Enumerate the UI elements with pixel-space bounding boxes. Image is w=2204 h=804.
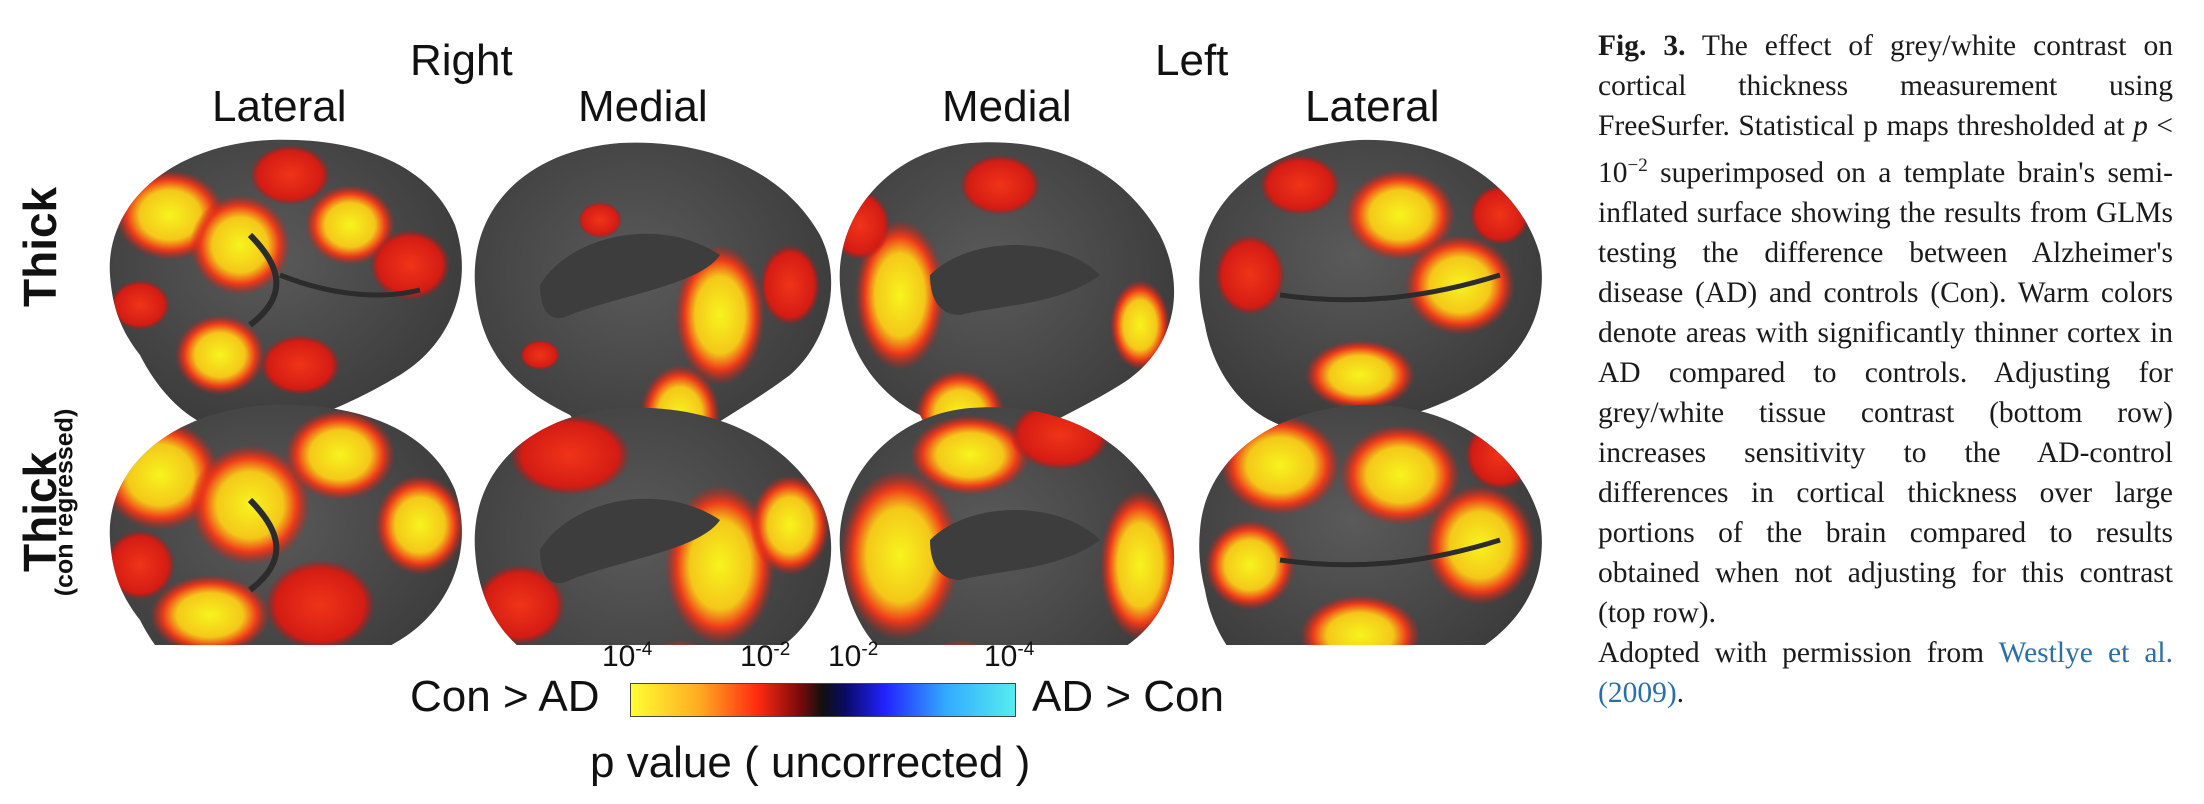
colorbar-left-label: Con > AD [410, 672, 600, 721]
row-sublabel-con-regressed: (con regressed) [50, 408, 79, 597]
colorbar [630, 683, 1016, 717]
caption-adopted-text: Adopted with permission from [1598, 636, 1999, 669]
brain-row2-right-medial [474, 407, 832, 645]
brain-surface-panels [109, 139, 1542, 645]
caption-math-lt: < 10 [1598, 110, 2174, 189]
caption-text-1: The effect of grey/white contrast on cor… [1598, 30, 2173, 142]
hemisphere-left-label: Left [1155, 36, 1229, 85]
colorbar-axis-label: p value ( uncorrected ) [590, 738, 1031, 787]
brain-row1-right-lateral [109, 139, 462, 435]
brain-row1-left-medial [839, 142, 1175, 459]
caption-math-exp: −2 [1627, 155, 1648, 176]
colorbar-tick-1: 10-4 [602, 639, 653, 673]
hemisphere-right-label: Right [410, 36, 513, 85]
brain-row2-left-lateral [1199, 404, 1542, 645]
caption-fig-label: Fig. 3. [1598, 30, 1686, 62]
view-label-right-lateral: Lateral [212, 82, 347, 131]
brain-row2-left-medial [839, 407, 1175, 645]
view-label-left-lateral: Lateral [1305, 82, 1440, 131]
colorbar-tick-3: 10-2 [828, 639, 879, 673]
view-label-left-medial: Medial [942, 82, 1072, 131]
brain-figure: Right Left Lateral Medial Medial Lateral… [14, 36, 1542, 787]
caption-text-2: superimposed on a template brain's semi-… [1598, 156, 2173, 629]
colorbar-right-label: AD > Con [1032, 672, 1224, 721]
brain-row1-left-lateral [1199, 139, 1542, 429]
figure-caption: Fig. 3. The effect of grey/white contras… [1598, 26, 2173, 713]
caption-period: . [1676, 676, 1685, 709]
colorbar-tick-4: 10-4 [984, 639, 1035, 673]
view-label-right-medial: Medial [578, 82, 708, 131]
brain-row2-right-lateral [109, 404, 462, 645]
row-label-thick: Thick [14, 186, 66, 307]
colorbar-tick-2: 10-2 [740, 639, 791, 673]
caption-body: Fig. 3. The effect of grey/white contras… [1598, 26, 2173, 633]
citation-link[interactable]: Westlye et al. (2009) [1598, 636, 2173, 709]
caption-adopted: Adopted with permission from Westlye et … [1598, 633, 2173, 713]
caption-math-p: p [2133, 110, 2148, 142]
